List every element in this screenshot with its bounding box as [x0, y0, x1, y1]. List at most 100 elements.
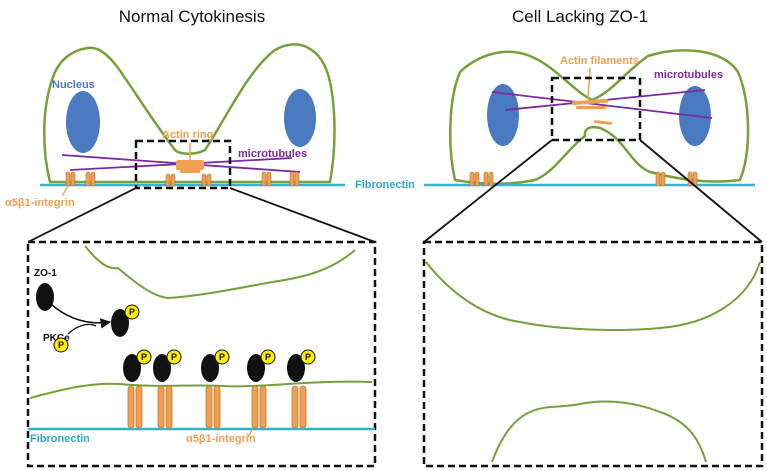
fibronectin-label-zoom: Fibronectin	[30, 433, 90, 445]
right-panel-title: Cell Lacking ZO-1	[512, 7, 648, 26]
phospho-bubble	[214, 349, 230, 365]
integrin-small	[165, 173, 171, 187]
integrin-small	[660, 171, 666, 187]
phospho-bubble	[260, 349, 276, 365]
integrin-small	[289, 171, 295, 187]
microtubules-label-left: microtubules	[238, 148, 307, 160]
integrin-small	[483, 171, 489, 187]
phospho-letter: P	[265, 352, 271, 362]
pkce-arc	[67, 323, 97, 335]
integrin-pointer-zoom	[247, 429, 253, 438]
integrin-large	[291, 385, 299, 429]
phospho-bubble	[136, 349, 152, 365]
zoom-box-right	[550, 76, 642, 142]
zo1-lacking-cell-membrane	[449, 49, 750, 185]
actin-filaments-label: Actin filaments	[560, 55, 639, 67]
zo1-integrin-column-5: P	[287, 349, 316, 429]
fibronectin-label-right: Fibronectin	[355, 179, 415, 191]
zo1-protein-bound	[287, 354, 305, 382]
integrin-large	[165, 385, 173, 429]
left-panel-title: Normal Cytokinesis	[119, 7, 265, 26]
integrin-label-zoom: α5β1-integrin	[186, 433, 256, 445]
phosphorylation-arrow	[51, 304, 112, 329]
integrin-large	[157, 385, 165, 429]
integrin-label-top: α5β1-integrin	[5, 197, 75, 209]
phospho-letter: P	[129, 307, 135, 317]
integrin-small	[488, 171, 494, 187]
integrin-small-group-left	[65, 171, 300, 187]
zoom-membrane-upper-right	[425, 261, 761, 331]
phospho-letter: P	[171, 352, 177, 362]
nucleus-left	[66, 91, 100, 153]
nucleus-label: Nucleus	[52, 79, 95, 91]
zoom-box-left	[134, 139, 232, 190]
zoom-panel-right	[422, 240, 764, 468]
actin-filaments-pointer	[587, 67, 591, 101]
phospho-bubble	[300, 349, 316, 365]
zoom-line-right-b	[639, 139, 763, 243]
nucleus-right	[284, 89, 316, 147]
integrin-large	[127, 385, 135, 429]
microtubules-label-right: microtubules	[654, 69, 723, 81]
zo1-integrin-column-1: P	[123, 349, 152, 429]
zoom-panel-left: Fibronectin ZO-1 PKCe P P P P	[26, 240, 377, 468]
phospho-letter: P	[58, 340, 64, 350]
actin-filament	[593, 120, 612, 125]
integrin-small	[201, 173, 207, 187]
phospho-letter: P	[219, 352, 225, 362]
phospho-letter: P	[305, 352, 311, 362]
zoom-line-right-a	[423, 139, 553, 243]
phospho-letter: P	[141, 352, 147, 362]
integrin-small	[70, 171, 76, 187]
normal-cell-group: Nucleus Actin ring microtubules α5β1-int…	[5, 43, 345, 209]
normal-cell-membrane	[42, 43, 336, 184]
zo1-protein-bound	[201, 354, 219, 382]
zo1-label: ZO-1	[34, 268, 57, 279]
nucleus-left	[487, 84, 519, 146]
zo1-protein-free	[36, 283, 54, 311]
zo1-integrin-column-3: P	[201, 349, 230, 429]
pkce-label: PKCe	[43, 333, 70, 344]
zoom-panel-left-border	[26, 240, 377, 468]
phospho-bubble-pkce	[53, 337, 69, 353]
zo1-protein-bound	[153, 354, 171, 382]
integrin-small	[261, 171, 267, 187]
integrin-small	[294, 171, 300, 187]
integrin-small	[655, 171, 661, 187]
zo1-integrin-column-2: P	[153, 349, 182, 429]
phospho-bubble	[166, 349, 182, 365]
actin-ring-label: Actin ring	[162, 129, 213, 141]
actin-filament	[571, 98, 609, 106]
integrin-small	[65, 171, 71, 187]
integrin-small-group-right	[469, 171, 698, 187]
integrin-small	[85, 171, 91, 187]
zo1-protein-phospho	[111, 309, 129, 337]
phospho-bubble	[124, 304, 140, 320]
zoom-line-left-b	[229, 187, 376, 243]
zoom-line-left-a	[27, 187, 137, 243]
integrin-pointer	[61, 185, 69, 197]
zoom-membrane-upper	[84, 245, 356, 300]
integrin-small	[469, 171, 475, 187]
integrin-small	[90, 171, 96, 187]
zoom-membrane-lower	[29, 380, 373, 399]
zo1-protein-bound	[247, 354, 265, 382]
integrin-large	[205, 385, 213, 429]
actin-ring	[176, 160, 204, 170]
integrin-small	[170, 173, 176, 187]
zo1-protein-bound	[123, 354, 141, 382]
zoom-panel-right-border	[422, 240, 764, 468]
microtubule-1	[491, 91, 713, 119]
integrin-large	[135, 385, 143, 429]
integrin-large	[213, 385, 221, 429]
actin-filament	[576, 106, 606, 109]
integrin-large	[251, 385, 259, 429]
integrin-small	[474, 171, 480, 187]
integrin-large	[259, 385, 267, 429]
zo1-lacking-cell-group: Actin filaments microtubules Fibronectin	[355, 49, 755, 191]
zoom-membrane-lower-right	[491, 400, 707, 463]
integrin-small	[206, 173, 212, 187]
actin-ring-lower	[180, 168, 200, 173]
integrin-small	[266, 171, 272, 187]
